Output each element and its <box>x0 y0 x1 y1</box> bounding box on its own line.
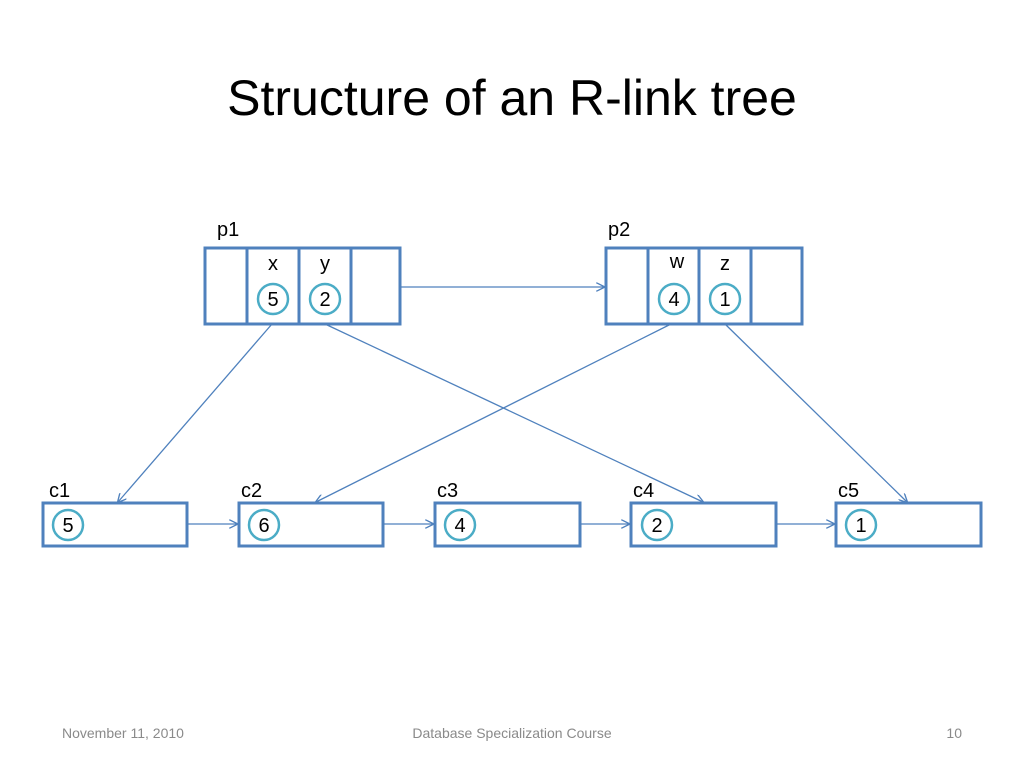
node-label-c2: c2 <box>241 480 262 502</box>
child-node-c5: c5 1 <box>834 480 983 548</box>
entry-key-w: w <box>669 251 685 273</box>
value-circle <box>640 508 674 542</box>
value-circle <box>844 508 878 542</box>
value-circle <box>247 508 281 542</box>
value-circle <box>708 282 742 316</box>
node-label-p2: p2 <box>608 219 630 241</box>
child-value-c5: 1 <box>855 515 866 537</box>
footer-course: Database Specialization Course <box>412 725 611 741</box>
child-node-c3: c3 4 <box>433 480 582 548</box>
footer-date: November 11, 2010 <box>62 725 184 741</box>
entry-value-y: 2 <box>319 289 330 311</box>
node-label-c3: c3 <box>437 480 458 502</box>
child-value-c3: 4 <box>454 515 465 537</box>
value-circle <box>51 508 85 542</box>
entry-value-z: 1 <box>719 289 730 311</box>
entry-value-x: 5 <box>267 289 278 311</box>
entry-key-y: y <box>320 253 330 275</box>
footer-page-number: 10 <box>946 725 962 741</box>
slide-title: Structure of an R-link tree <box>227 70 797 126</box>
pointer-y-c4 <box>324 323 703 502</box>
child-node-c1: c1 5 <box>41 480 189 548</box>
node-label-c5: c5 <box>838 480 859 502</box>
child-node-c4: c4 2 <box>629 480 778 548</box>
node-label-p1: p1 <box>217 219 239 241</box>
child-node-c2: c2 6 <box>237 480 385 548</box>
pointer-w-c2 <box>316 323 672 502</box>
entry-key-x: x <box>268 253 278 275</box>
value-circle <box>256 282 290 316</box>
child-value-c4: 2 <box>651 515 662 537</box>
value-circle <box>657 282 691 316</box>
node-label-c4: c4 <box>633 480 654 502</box>
child-value-c2: 6 <box>258 515 269 537</box>
value-circle <box>443 508 477 542</box>
entry-key-z: z <box>720 253 730 275</box>
parent-node-p1: p1 x y 5 2 <box>203 219 402 326</box>
pointer-x-c1 <box>118 323 273 502</box>
parent-node-p2: p2 w z 4 1 <box>604 219 804 326</box>
pointer-z-c5 <box>724 323 907 502</box>
node-label-c1: c1 <box>49 480 70 502</box>
value-circle <box>308 282 342 316</box>
entry-value-w: 4 <box>668 289 679 311</box>
child-value-c1: 5 <box>62 515 73 537</box>
